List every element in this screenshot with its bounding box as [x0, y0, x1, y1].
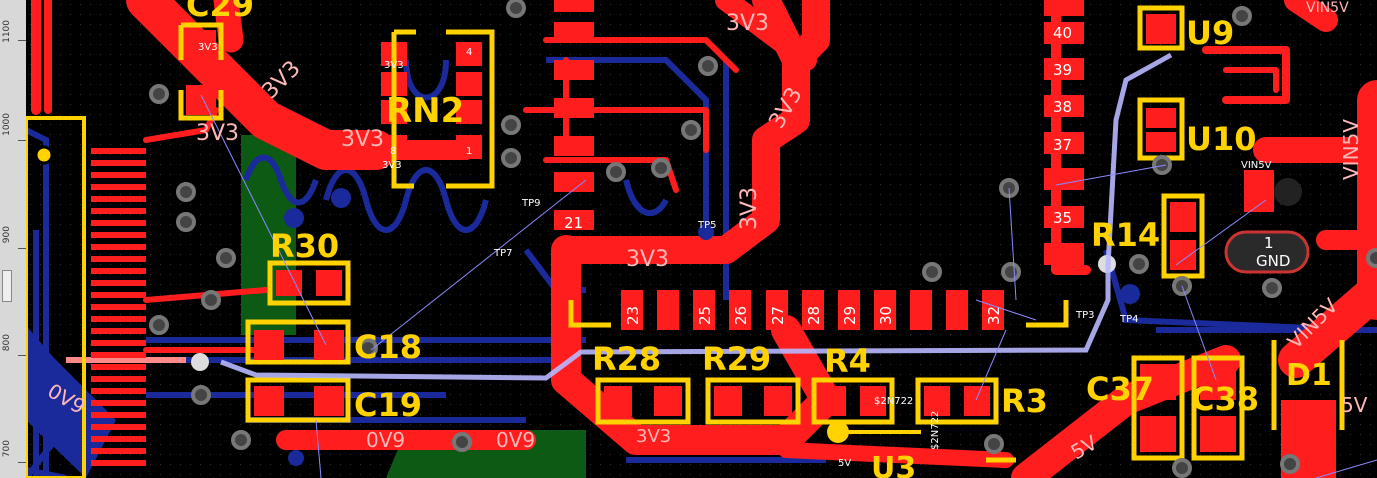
net-label-3v3: 3V3 [737, 187, 762, 230]
pin-32: 32 [985, 306, 1003, 325]
pin-30: 30 [877, 306, 895, 325]
net-label-3v3: 3V3 [636, 426, 671, 447]
pin-28: 28 [805, 306, 823, 325]
net-label-3v3-rn2b: 3V3 [382, 160, 402, 171]
ruler-label-700: 700 [2, 440, 12, 458]
label-c18: C18 [354, 328, 422, 366]
net-label-3v3-rn2: 3V3 [384, 60, 404, 71]
ic-outline-corner-right [1026, 300, 1069, 328]
testpoint-tp4: TP4 [1119, 314, 1139, 325]
highlight-via [191, 353, 209, 371]
label-c29: C29 [186, 0, 254, 24]
pin-39: 39 [1053, 61, 1072, 79]
net-label-one: 1 [1264, 234, 1274, 252]
pin-29: 29 [841, 306, 859, 325]
testpoint-tp9: TP9 [521, 198, 541, 209]
label-r30: R30 [270, 227, 339, 265]
label-r3: R3 [1001, 382, 1048, 420]
pin-38: 38 [1053, 98, 1072, 116]
net-label-0v9: 0V9 [496, 428, 535, 452]
ic-pads-bottom [621, 290, 1004, 330]
pin-25: 25 [696, 306, 714, 325]
pin1-marker-icon [34, 145, 54, 165]
label-r29: R29 [702, 340, 771, 378]
net-label-vin5v: VIN5V [1306, 0, 1349, 16]
silkscreen-outlines [178, 5, 1345, 463]
label-u9: U9 [1186, 14, 1234, 52]
net-label-vin5v: VIN5V [1339, 119, 1363, 180]
pin-27: 27 [769, 306, 787, 325]
label-d1: D1 [1286, 358, 1332, 393]
ic-outline-corner-left [568, 300, 611, 328]
testpoint-tp5: TP5 [697, 220, 717, 231]
net-label-0v9: 0V9 [366, 428, 405, 452]
pin-37: 37 [1053, 136, 1072, 154]
pin-26: 26 [732, 306, 750, 325]
pin-21: 21 [564, 214, 583, 232]
ruler-label-900: 900 [2, 226, 12, 244]
ratsnest-lines [200, 94, 1377, 478]
net-label-2n722: $2N722 [874, 396, 913, 407]
net-label-3v3: 3V3 [341, 127, 384, 152]
pin-40: 40 [1053, 24, 1072, 42]
label-c37: C37 [1086, 370, 1154, 408]
pin-rn2-4: 4 [466, 47, 472, 58]
label-u10: U10 [1186, 120, 1257, 158]
selected-net-trace[interactable] [220, 52, 1173, 381]
label-u3: U3 [871, 451, 916, 478]
edge-connector-outline [26, 116, 86, 478]
pin-35: 35 [1053, 209, 1072, 227]
polarity-dot-icon [827, 421, 849, 443]
ruler-label-800: 800 [2, 334, 12, 352]
bottom-vias [284, 188, 1140, 466]
mount-hole-icon [1274, 178, 1302, 206]
vertical-ruler: 1100 1000 900 800 700 [0, 0, 27, 478]
net-label-5v: 5V [1341, 393, 1368, 417]
testpoint-tp3: TP3 [1075, 310, 1095, 321]
label-r28: R28 [592, 340, 661, 378]
pin-23: 23 [624, 306, 642, 325]
edge-connector-pads [91, 148, 146, 466]
ic-pads-right [1044, 0, 1084, 265]
label-c38: C38 [1191, 380, 1259, 418]
net-label-vin5v-small: VIN5V [1241, 160, 1272, 171]
label-c19: C19 [354, 386, 422, 424]
net-label-3v3: 3V3 [726, 11, 769, 36]
net-label-3v3: 3V3 [196, 121, 239, 146]
pcb-canvas[interactable]: C29 RN2 R30 C18 C19 R28 R29 R4 R3 R14 U9… [26, 0, 1377, 478]
ruler-label-1000: 1000 [2, 113, 12, 136]
label-r4: R4 [824, 342, 871, 380]
testpoint-tp7: TP7 [493, 248, 513, 259]
pin-rn2-1: 1 [466, 146, 472, 157]
ruler-scroll-handle[interactable] [2, 270, 12, 302]
label-r14: R14 [1091, 216, 1160, 254]
pin-rn2-8: 8 [390, 146, 396, 157]
gnd-testpad [1224, 230, 1310, 274]
net-label-gnd: GND [1256, 252, 1290, 270]
net-label-3v-small: 3V3 [198, 42, 218, 53]
label-rn2: RN2 [386, 91, 464, 131]
rn2-footprint [381, 29, 495, 189]
net-label-5v-small: 5V [838, 458, 851, 469]
ruler-label-1100: 1100 [2, 20, 12, 43]
vias [149, 0, 1377, 478]
ic-pads-left [554, 0, 594, 230]
net-label-3v3: 3V3 [626, 247, 669, 272]
net-label-2n722-rot: $2N722 [930, 411, 941, 450]
smd-pads [186, 14, 1336, 478]
